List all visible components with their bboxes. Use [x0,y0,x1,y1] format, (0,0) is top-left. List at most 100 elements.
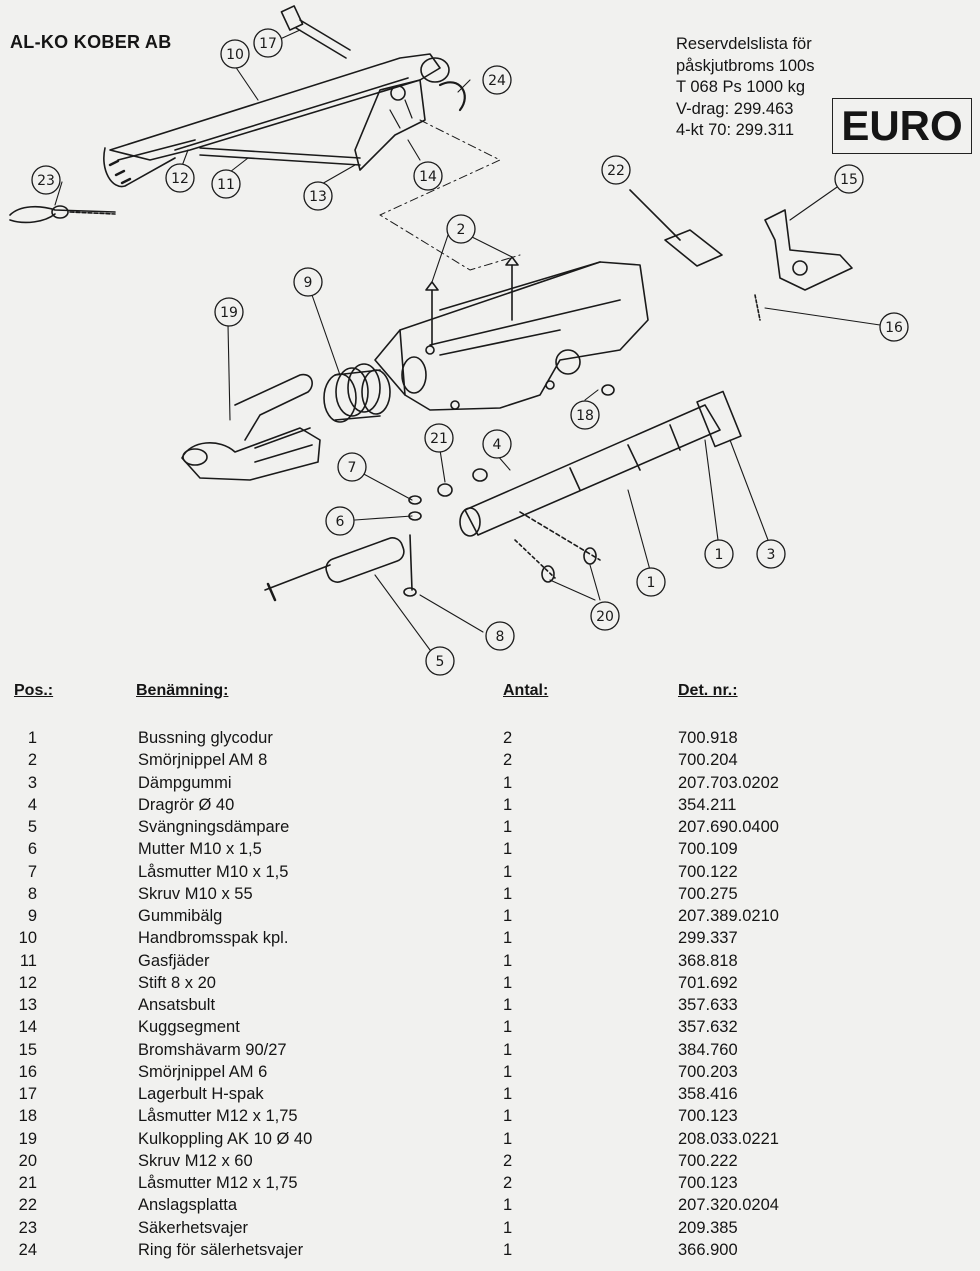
callout-10: 10 [220,39,250,69]
callout-1b: 1 [636,567,666,597]
tow-tube-drawing [459,390,742,583]
cell-name: Skruv M10 x 55 [138,884,253,903]
callout-17: 17 [253,28,283,58]
cell-det-nr: 366.900 [678,1240,738,1259]
callout-7: 7 [337,452,367,482]
callout-24-text: 24 [488,73,506,89]
cell-qty: 1 [503,1218,513,1237]
callout-13-text: 13 [309,189,327,205]
cell-qty: 1 [503,884,513,903]
cell-pos: 17 [18,1085,37,1103]
cell-qty: 1 [503,973,513,992]
cell-pos: 6 [27,840,37,859]
callout-23: 23 [31,165,61,195]
callout-24: 24 [482,65,512,95]
cell-name: Ansatsbult [138,996,216,1014]
cell-qty: 2 [503,1174,513,1192]
cell-det-nr: 207.690.0400 [678,818,779,836]
euro-badge: EURO [832,98,972,154]
callout-11: 11 [211,169,241,199]
cell-qty: 1 [503,818,513,836]
cell-det-nr: 700.204 [678,751,738,770]
leader-lines [54,29,881,651]
cell-qty: 1 [503,1040,513,1059]
spec-line-title: Reservdelslista för [676,35,812,53]
spec-line-product: påskjutbroms 100s [676,56,815,75]
callout-19-text: 19 [220,305,238,321]
spec-block: Reservdelslista för påskjutbroms 100s T … [676,34,815,142]
cell-det-nr: 700.122 [678,862,738,881]
cell-name: Låsmutter M12 x 1,75 [138,1107,298,1126]
cell-name: Kuggsegment [138,1018,240,1037]
cell-pos: 19 [18,1129,37,1148]
cell-det-nr: 700.123 [678,1174,738,1192]
cell-qty: 1 [503,907,513,925]
callout-3: 3 [756,539,786,569]
callout-21-text: 21 [430,431,448,447]
coupling-housing-drawing [374,256,649,411]
cell-name: Låsmutter M12 x 1,75 [138,1174,298,1192]
cell-qty: 1 [503,1085,513,1103]
cell-pos: 15 [18,1040,37,1059]
cell-name: Bromshävarm 90/27 [138,1040,287,1059]
cell-det-nr: 357.633 [678,996,738,1014]
cell-pos: 24 [18,1240,37,1259]
cell-name: Lagerbult H-spak [138,1085,264,1103]
callout-21: 21 [424,423,454,453]
callout-13: 13 [303,181,333,211]
cell-pos: 8 [27,884,37,903]
cell-qty: 1 [503,1107,513,1126]
cell-name: Bussning glycodur [138,729,273,747]
cell-name: Smörjnippel AM 6 [138,1062,268,1081]
cell-qty: 1 [503,1062,513,1081]
callout-16-text: 16 [885,320,903,336]
callout-22-text: 22 [607,163,625,179]
cell-det-nr: 299.337 [678,929,738,948]
cell-name: Dragrör Ø 40 [138,795,235,814]
cell-pos: 22 [18,1196,37,1215]
parts-diagram: 17 10 24 14 13 11 12 23 2 22 15 16 9 19 … [9,5,909,676]
cell-name: Mutter M10 x 1,5 [138,840,262,859]
header-pos: Pos.: [14,682,54,699]
cell-pos: 4 [27,795,37,814]
callout-9-text: 9 [304,275,313,291]
cell-name: Smörjnippel AM 8 [138,751,268,770]
callout-12-text: 12 [171,171,189,187]
cell-pos: 13 [18,996,37,1014]
callout-5: 5 [425,646,455,676]
cell-qty: 2 [503,751,513,770]
cell-det-nr: 357.632 [678,1018,738,1037]
callout-14-text: 14 [419,169,437,185]
callout-8-text: 8 [496,629,505,645]
callout-8: 8 [485,621,515,651]
cell-name: Svängningsdämpare [138,818,290,836]
cell-name: Kulkoppling AK 10 Ø 40 [138,1129,313,1148]
cell-pos: 20 [18,1151,37,1170]
callout-10-text: 10 [226,47,244,63]
cell-qty: 1 [503,773,513,792]
cell-det-nr: 368.818 [678,951,738,970]
damper-drawing [264,384,615,602]
cell-det-nr: 354.211 [678,795,737,814]
rubber-bellows-drawing [323,363,391,423]
cell-name: Ring för sälerhetsvajer [138,1240,304,1259]
cell-name: Anslagsplatta [138,1196,238,1215]
cell-det-nr: 209.385 [678,1218,738,1237]
spec-line-4kt: 4-kt 70: 299.311 [676,121,795,139]
callout-15: 15 [834,164,864,194]
spec-line-v-drag: V-drag: 299.463 [676,99,794,118]
spec-line-model: T 068 Ps 1000 kg [676,78,806,96]
callout-6: 6 [325,506,355,536]
